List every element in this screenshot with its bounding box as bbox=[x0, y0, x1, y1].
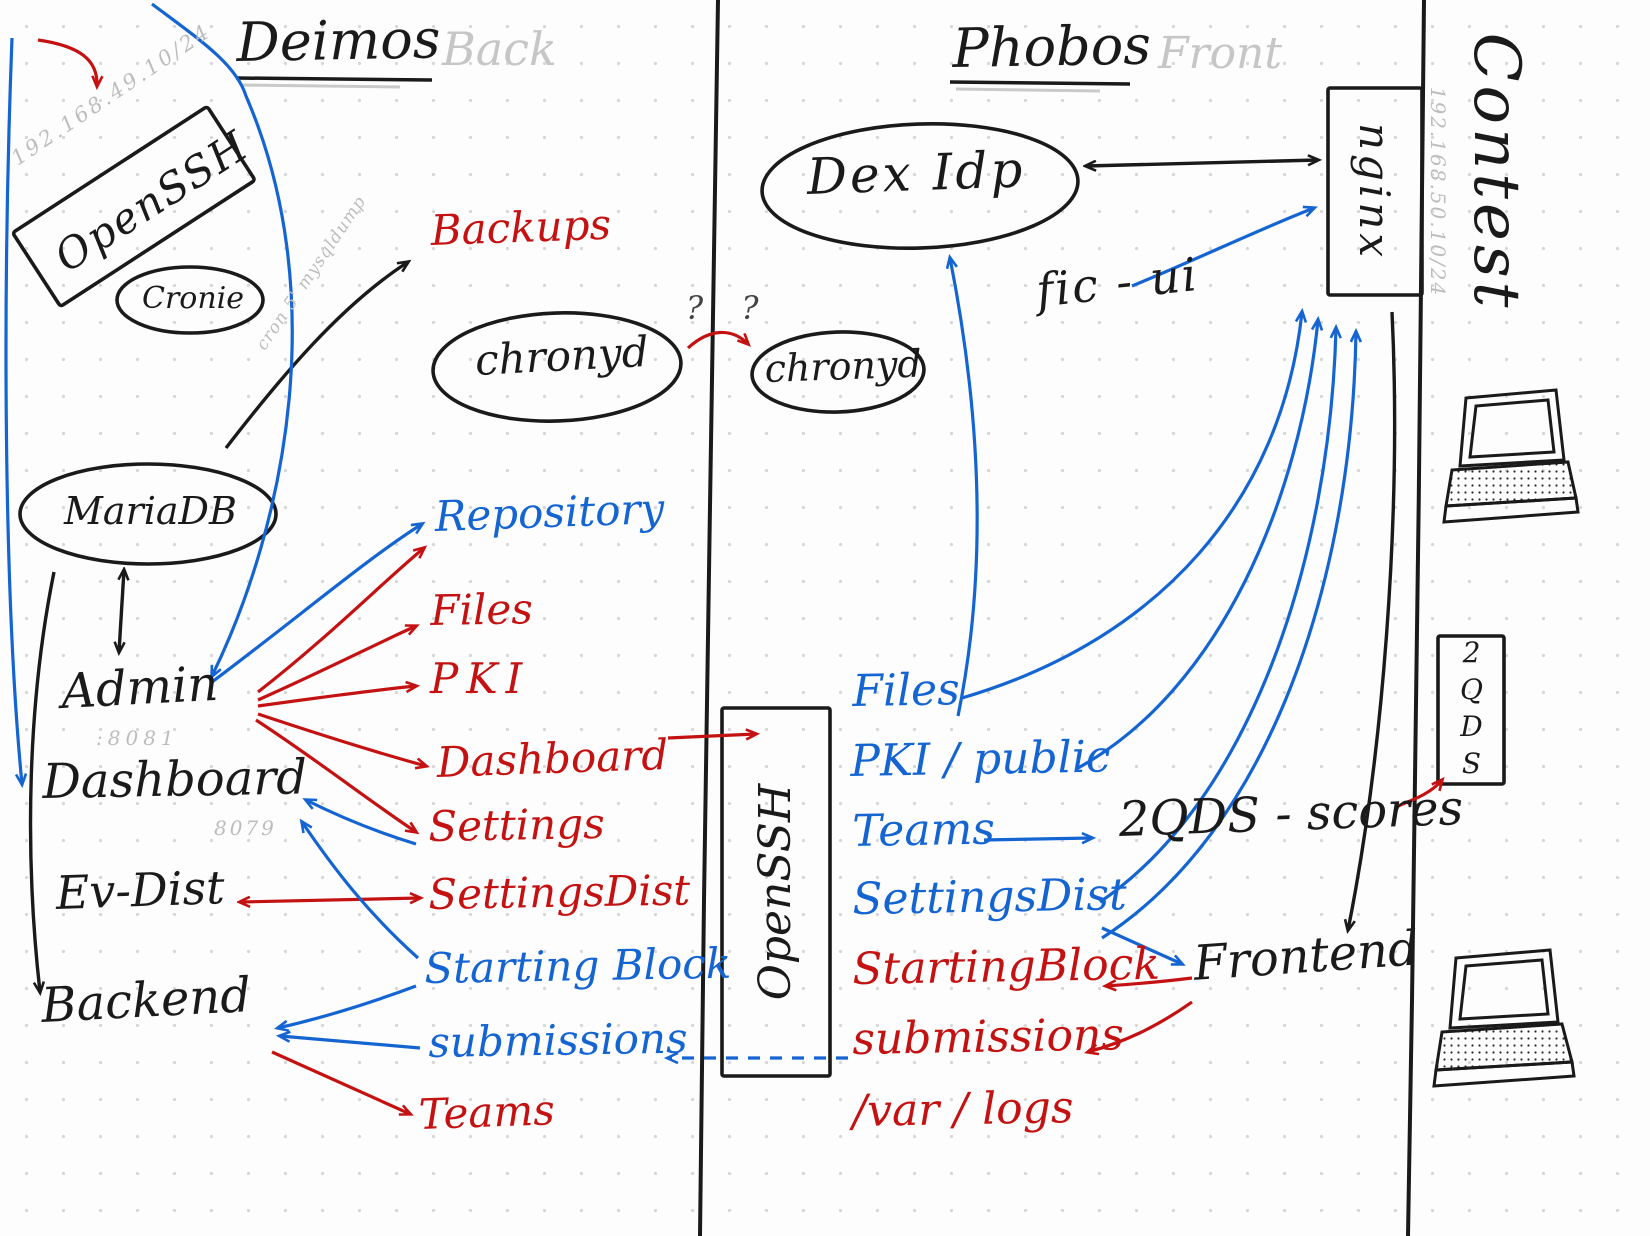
zone-divider-middle bbox=[698, 0, 720, 1236]
phobos-endpoint-submissions: submissions bbox=[851, 1009, 1125, 1065]
backend-label: Backend bbox=[39, 967, 253, 1034]
phobos-title: Phobos bbox=[951, 13, 1152, 80]
laptop-icon-top bbox=[1442, 388, 1580, 524]
blue-arrows bbox=[4, 2, 1356, 1058]
cronie-bubble bbox=[115, 265, 265, 335]
phobos-subtitle: Front bbox=[1158, 28, 1283, 79]
black-arrows bbox=[28, 160, 1397, 992]
deimos-endpoint-files: Files bbox=[429, 584, 534, 635]
admin-port-label: :8081 bbox=[96, 726, 179, 750]
phobos-endpoint-teams: Teams bbox=[851, 803, 996, 857]
deimos-endpoint-submissions: submissions bbox=[427, 1013, 688, 1067]
red-arrows bbox=[37, 38, 1442, 1114]
deimos-endpoint-teams: Teams bbox=[417, 1085, 556, 1139]
openssh-box-divider bbox=[720, 706, 832, 1078]
deimos-endpoint-settings: Settings bbox=[427, 798, 606, 851]
evdist-label: Ev-Dist bbox=[54, 860, 226, 920]
qds-box-label: 2QDS bbox=[1455, 636, 1488, 784]
deimos-endpoint-startingblock: Starting Block bbox=[423, 938, 732, 993]
contest-title: Contest bbox=[1459, 32, 1533, 312]
laptop-icon-bottom bbox=[1432, 948, 1576, 1088]
cronie-label: Cronie bbox=[142, 281, 245, 316]
dexidp-bubble bbox=[760, 121, 1080, 251]
mariadb-bubble bbox=[18, 462, 278, 566]
deimos-endpoint-repository: Repository bbox=[433, 483, 666, 541]
qds-scores-label: 2QDS - scores bbox=[1117, 779, 1464, 848]
backups-label: Backups bbox=[429, 199, 612, 255]
dashboard-service-label: Dashboard bbox=[41, 749, 308, 810]
phobos-endpoint-settingsdist: SettingsDist bbox=[851, 869, 1128, 925]
nginx-label: nginx bbox=[1350, 122, 1399, 262]
deimos-endpoint-dashboard: Dashboard bbox=[435, 729, 669, 787]
phobos-endpoint-var-logs: /var / logs bbox=[851, 1082, 1074, 1137]
title-underlines bbox=[235, 76, 1131, 93]
frontend-label: Frontend bbox=[1191, 920, 1421, 992]
deimos-endpoint-settingsdist: SettingsDist bbox=[427, 865, 691, 919]
chronyd-deimos-label: chronyd bbox=[473, 326, 650, 385]
chronyd-bubble-deimos bbox=[431, 311, 683, 423]
openssh-box-deimos bbox=[11, 105, 256, 308]
admin-label: Admin bbox=[59, 655, 220, 720]
nginx-box bbox=[1326, 86, 1424, 297]
phobos-ip-label: 192.168.50.10/24 bbox=[1426, 86, 1450, 298]
phobos-endpoint-pki-public: PKI / public bbox=[849, 731, 1111, 787]
mariadb-label: MariaDB bbox=[64, 489, 237, 533]
phobos-endpoint-files: Files bbox=[851, 664, 961, 717]
qds-box bbox=[1436, 634, 1506, 786]
openssh-divider-label: OpenSSH bbox=[750, 783, 801, 1001]
dashboard-port-label: 8079 bbox=[214, 816, 277, 840]
phobos-endpoint-startingblock: StartingBlock bbox=[851, 938, 1161, 995]
chronyd-question-marks: ? ? bbox=[686, 289, 773, 327]
deimos-title: Deimos bbox=[235, 7, 441, 74]
chronyd-bubble-phobos bbox=[750, 330, 926, 414]
dexidp-label: Dex Idp bbox=[805, 140, 1027, 206]
deimos-endpoint-pki: PKI bbox=[430, 654, 531, 703]
chronyd-phobos-label: chronyd bbox=[763, 341, 923, 391]
deimos-subtitle: Back bbox=[442, 22, 557, 76]
